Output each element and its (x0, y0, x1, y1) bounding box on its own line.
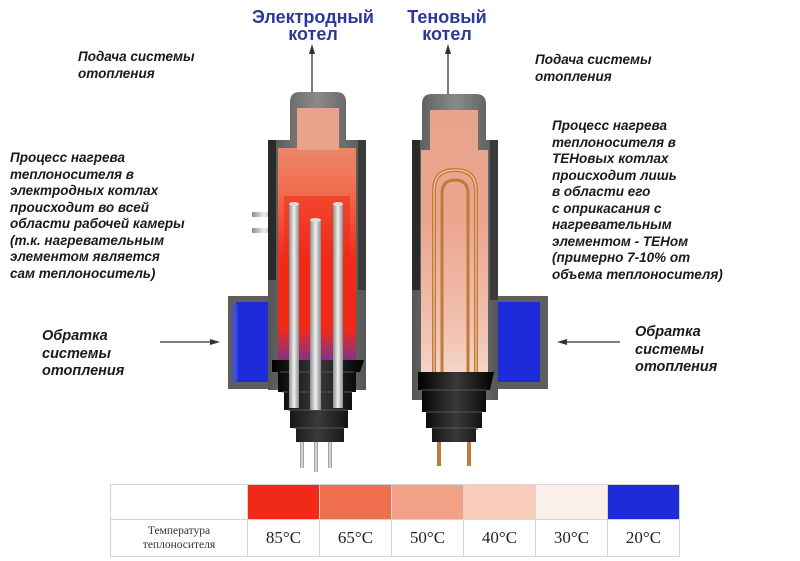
supply-label-left: Подача системы отопления (78, 49, 195, 81)
return-arrow-left (160, 339, 220, 345)
ten-base (418, 372, 494, 442)
legend-caption-spacer (110, 484, 248, 520)
return-label-right: Обратка системы отопления (635, 324, 718, 375)
ten-return-pipe (488, 300, 542, 385)
legend-label: 50°C (391, 519, 464, 557)
legend-caption: Температура теплоносителя (110, 519, 248, 557)
legend-swatch (463, 484, 536, 520)
ten-title-line-1: Теновый (407, 7, 487, 27)
process-electrode-label: Процесс нагрева теплоносителя в электрод… (10, 150, 185, 281)
legend-swatch (391, 484, 464, 520)
supply-arrow-left (309, 44, 315, 100)
legend-swatch (607, 484, 680, 520)
legend-label: 65°C (319, 519, 392, 557)
legend-label: 40°C (463, 519, 536, 557)
legend-swatch (319, 484, 392, 520)
ten-title-line-2: котел (422, 24, 472, 44)
legend-label-row: Температура теплоносителя 85°C 65°C 50°C… (110, 519, 680, 557)
electrode-rod (289, 204, 299, 408)
legend-swatch (535, 484, 608, 520)
return-label-left: Обратка системы отопления (42, 328, 125, 379)
supply-label-right: Подача системы отопления (535, 52, 652, 84)
temperature-legend: Температура теплоносителя 85°C 65°C 50°C… (110, 484, 680, 557)
legend-swatch (247, 484, 320, 520)
electrode-side-stud (252, 212, 276, 217)
electrode-title-line-1: Электродный (252, 7, 374, 27)
legend-swatch-row (110, 484, 680, 520)
boilers-diagram (160, 44, 620, 472)
electrode-title-line-2: котел (288, 24, 338, 44)
process-ten-label: Процесс нагрева теплоносителя в ТЕНовых … (552, 118, 723, 282)
electrode-boiler-title: Электродный котел (228, 7, 398, 44)
legend-label: 20°C (607, 519, 680, 557)
ten-boiler (412, 94, 548, 466)
supply-arrow-right (445, 44, 451, 100)
electrode-boiler (228, 92, 366, 472)
legend-label: 85°C (247, 519, 320, 557)
ten-boiler-title: Теновый котел (395, 7, 499, 44)
return-arrow-right (557, 339, 620, 345)
legend-label: 30°C (535, 519, 608, 557)
